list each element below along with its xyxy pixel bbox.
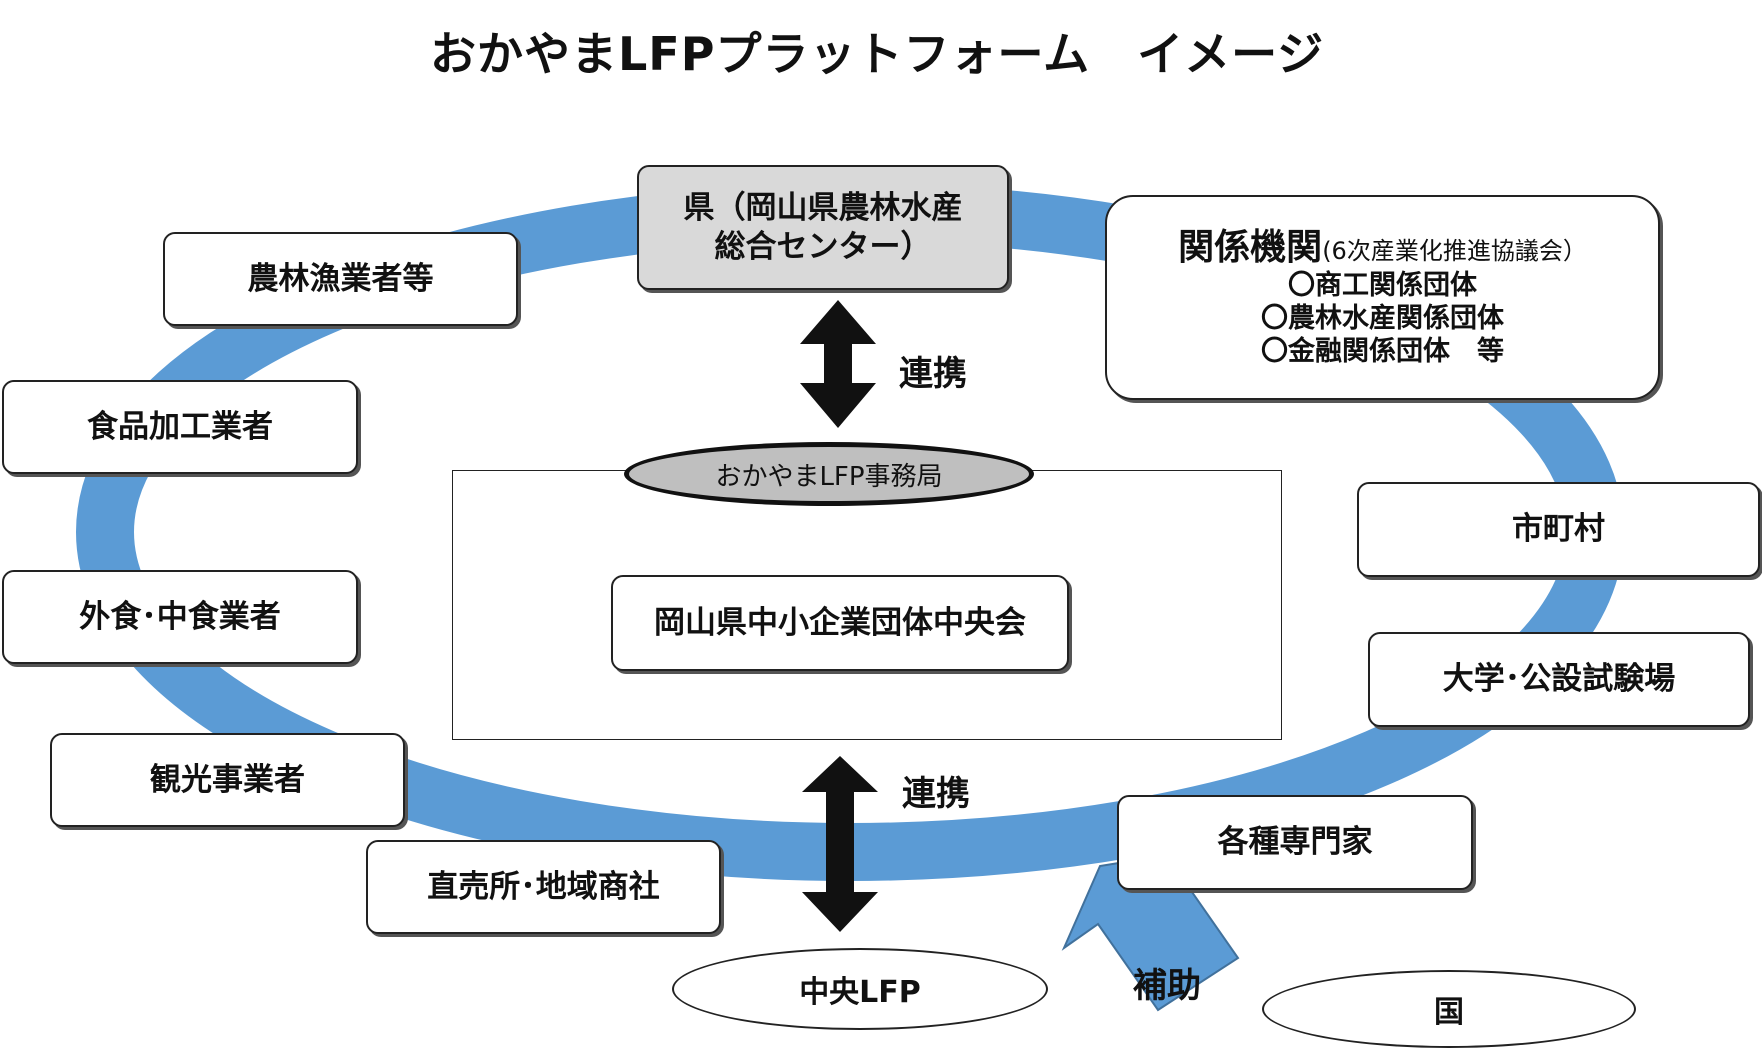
box-universities: 大学･公設試験場 [1368, 632, 1750, 727]
related-org-item: 〇金融関係団体 等 [1261, 335, 1504, 367]
lower-double-arrow [802, 756, 878, 932]
page-title: おかやまLFPプラットフォーム イメージ [430, 27, 1325, 81]
country-oval: 国 [1262, 970, 1636, 1048]
related-orgs-title: 関係機関 [1178, 227, 1323, 269]
related-org-item: 〇商工関係団体 [1288, 270, 1477, 302]
secretariat-oval: おかやまLFP事務局 [624, 442, 1034, 506]
box-food-processors: 食品加工業者 [2, 380, 358, 474]
related-orgs-subtitle: (6次産業化推進協議会） [1322, 237, 1587, 266]
related-orgs-heading: 関係機関(6次産業化推進協議会） [1178, 226, 1587, 270]
prefecture-line2: 総合センター） [714, 228, 932, 265]
box-direct-sales: 直売所･地域商社 [366, 840, 721, 934]
box-experts: 各種専門家 [1117, 795, 1473, 890]
center-organization-box: 岡山県中小企業団体中央会 [611, 575, 1069, 671]
box-municipalities: 市町村 [1357, 482, 1760, 577]
prefecture-line1: 県（岡山県農林水産 [683, 189, 963, 226]
related-org-item: 〇農林水産関係団体 [1261, 302, 1504, 334]
box-food-service: 外食･中食業者 [2, 570, 358, 664]
upper-double-arrow [800, 300, 876, 428]
link-label-lower: 連携 [902, 774, 970, 814]
box-tourism: 観光事業者 [50, 733, 405, 827]
subsidy-label: 補助 [1133, 966, 1201, 1006]
box-farmers: 農林漁業者等 [163, 232, 518, 326]
prefecture-box: 県（岡山県農林水産 総合センター） [637, 165, 1009, 290]
related-orgs-box: 関係機関(6次産業化推進協議会） 〇商工関係団体 〇農林水産関係団体 〇金融関係… [1105, 195, 1660, 400]
central-lfp-oval: 中央LFP [672, 948, 1048, 1030]
link-label-upper: 連携 [899, 354, 967, 394]
